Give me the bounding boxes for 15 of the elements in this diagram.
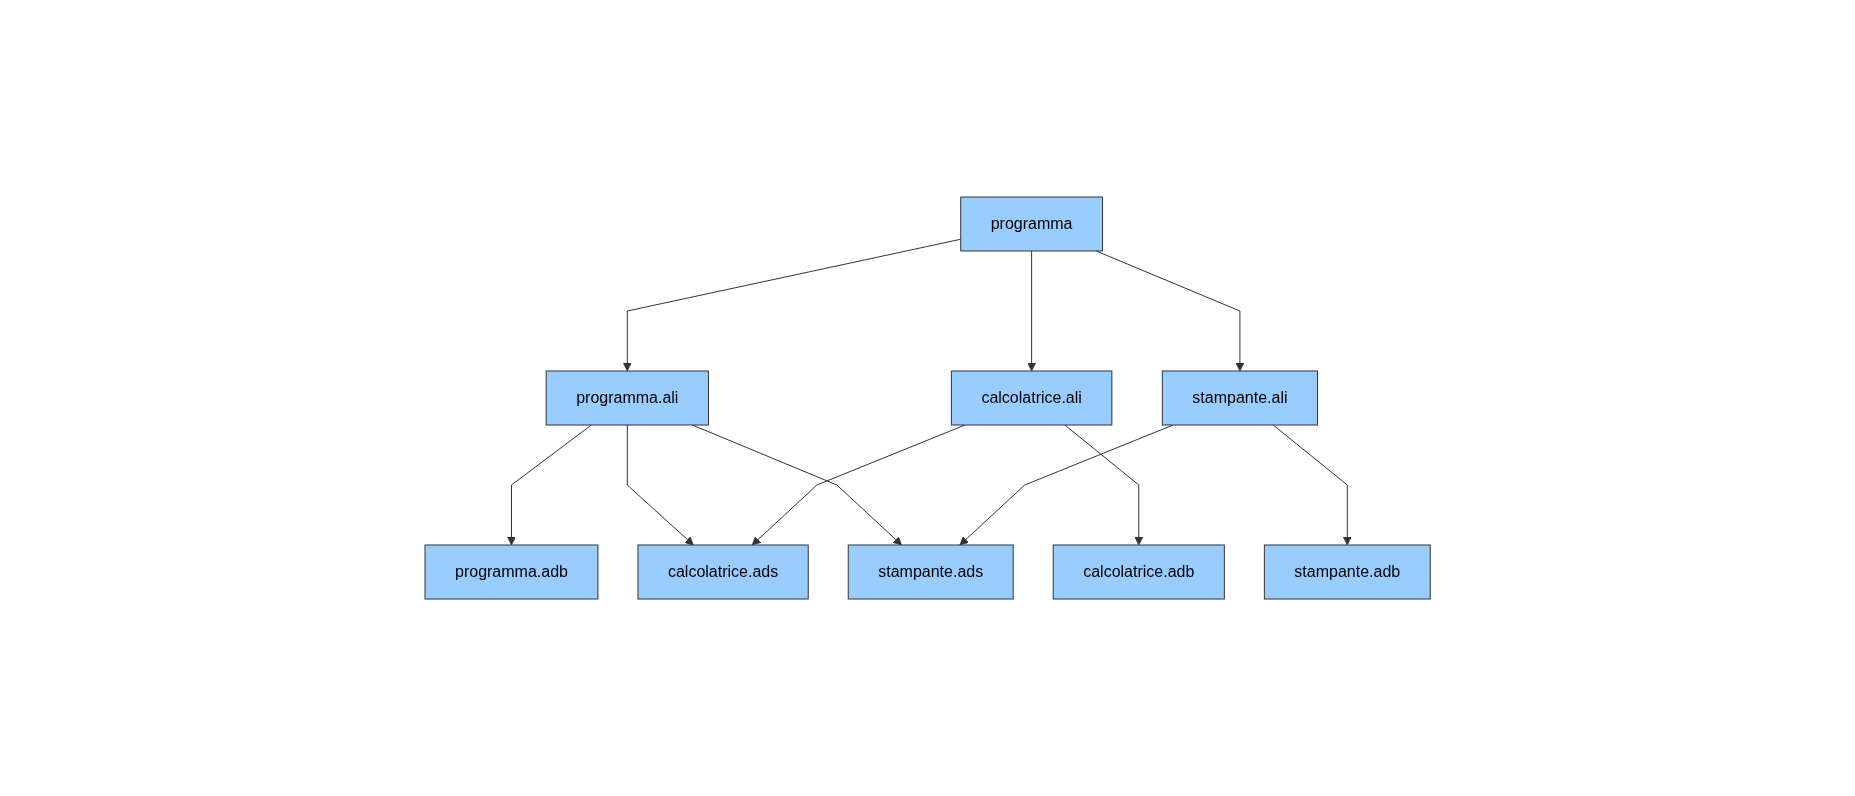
node-box: calcolatrice.adb (1052, 544, 1225, 600)
arrow (626, 424, 694, 546)
arrow (506, 424, 592, 546)
node-box: programma.ali (545, 370, 709, 426)
node-box: stampante.adb (1263, 544, 1431, 600)
node-box: stampante.ali (1161, 370, 1318, 426)
node-box: calcolatrice.ali (950, 370, 1113, 426)
arrow (622, 238, 962, 372)
node-box: stampante.ads (847, 544, 1014, 600)
node-box: programma.adb (424, 544, 599, 600)
arrow (1064, 424, 1144, 546)
arrow (1272, 424, 1352, 546)
node-box: calcolatrice.ads (637, 544, 809, 600)
node-box: programma (960, 196, 1103, 252)
arrow (1027, 250, 1036, 372)
